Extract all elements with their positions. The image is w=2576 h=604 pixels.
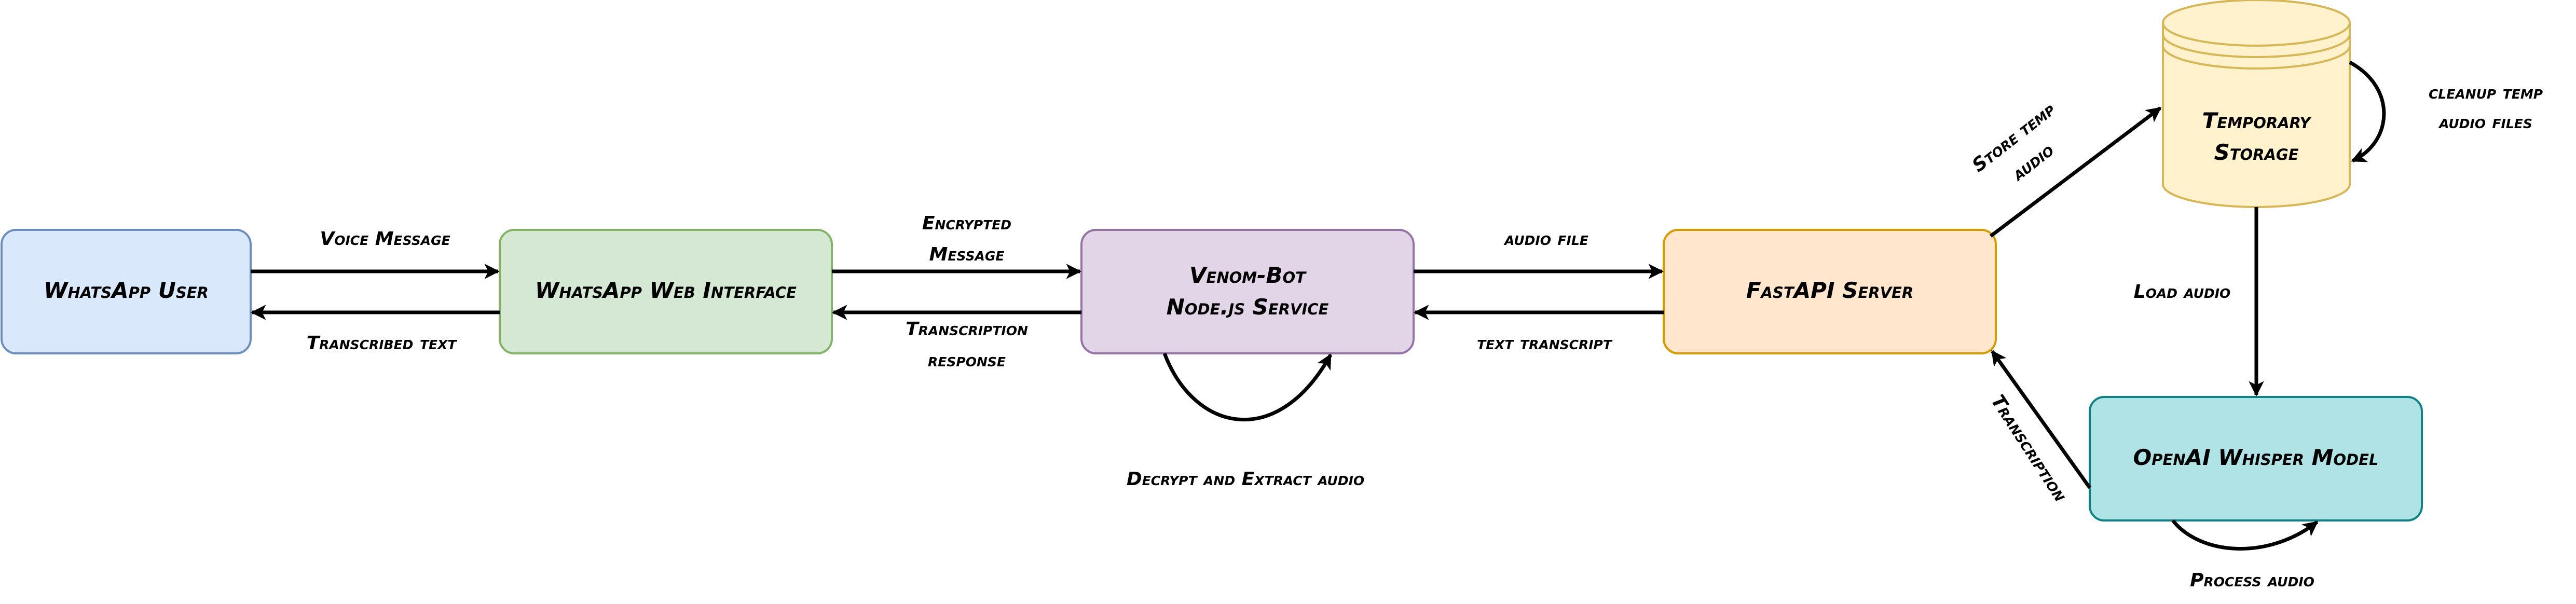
edge-decrypt-loop [1162,352,1333,422]
storage-cylinder-rims [2162,22,2351,70]
node-whatsapp-user-label: WhatsApp User [44,278,209,303]
node-whatsapp-user: WhatsApp User [1,229,252,354]
node-whisper-box [2089,396,2423,521]
label-decrypt: Decrypt and Extract audio [1127,469,1364,490]
node-venom-bot-label-line2: Node.js Service [1167,294,1329,320]
node-venom-bot-label-line1: Venom-Bot [1189,263,1307,288]
node-whatsapp-web-box [499,229,833,354]
edge-transcription [1991,350,2091,489]
node-fastapi-box [1663,229,1997,354]
label-encrypted-line2: Message [929,244,1005,265]
node-whisper-label: OpenAI Whisper Model [2133,445,2379,470]
label-transcription-response-line2: response [928,350,1006,371]
node-temporary-storage-label-line2: Storage [2214,140,2298,165]
node-openai-whisper: OpenAI Whisper Model [2089,396,2423,521]
node-whatsapp-user-box [1,229,252,354]
label-cleanup-line2: audio files [2438,112,2532,133]
label-transcription: Transcription [1986,391,2071,505]
storage-cylinder-body [2162,0,2351,208]
label-process-audio: Process audio [2190,570,2314,591]
edge-cleanup-loop [2349,60,2386,163]
label-encrypted-line1: Encrypted [922,213,1011,234]
label-store-temp-audio: Store temp audio [1968,99,2059,185]
node-whatsapp-web-label: WhatsApp Web Interface [535,278,797,303]
label-load-audio: Load audio [2134,281,2231,303]
node-temporary-storage: Temporary Storage [2162,0,2351,208]
node-fastapi-server: FastAPI Server [1663,229,1997,354]
label-transcribed-text: Transcribed text [307,333,458,354]
node-whatsapp-web-interface: WhatsApp Web Interface [499,229,833,354]
label-cleanup-line1: cleanup temp [2429,82,2543,103]
edge-process-audio-loop [2171,519,2319,551]
label-voice-message: Voice Message [320,228,450,250]
node-venom-bot-box [1080,229,1415,354]
edge-store-temp-audio [1989,106,2162,238]
label-text-transcript: text transcript [1477,333,1613,354]
label-transcription-response-line1: Transcription [906,319,1028,340]
node-venom-bot: Venom-Bot Node.js Service [1080,229,1415,354]
label-audio-file: audio file [1503,228,1588,250]
node-fastapi-label: FastAPI Server [1746,278,1913,303]
node-temporary-storage-label-line1: Temporary [2202,108,2312,133]
